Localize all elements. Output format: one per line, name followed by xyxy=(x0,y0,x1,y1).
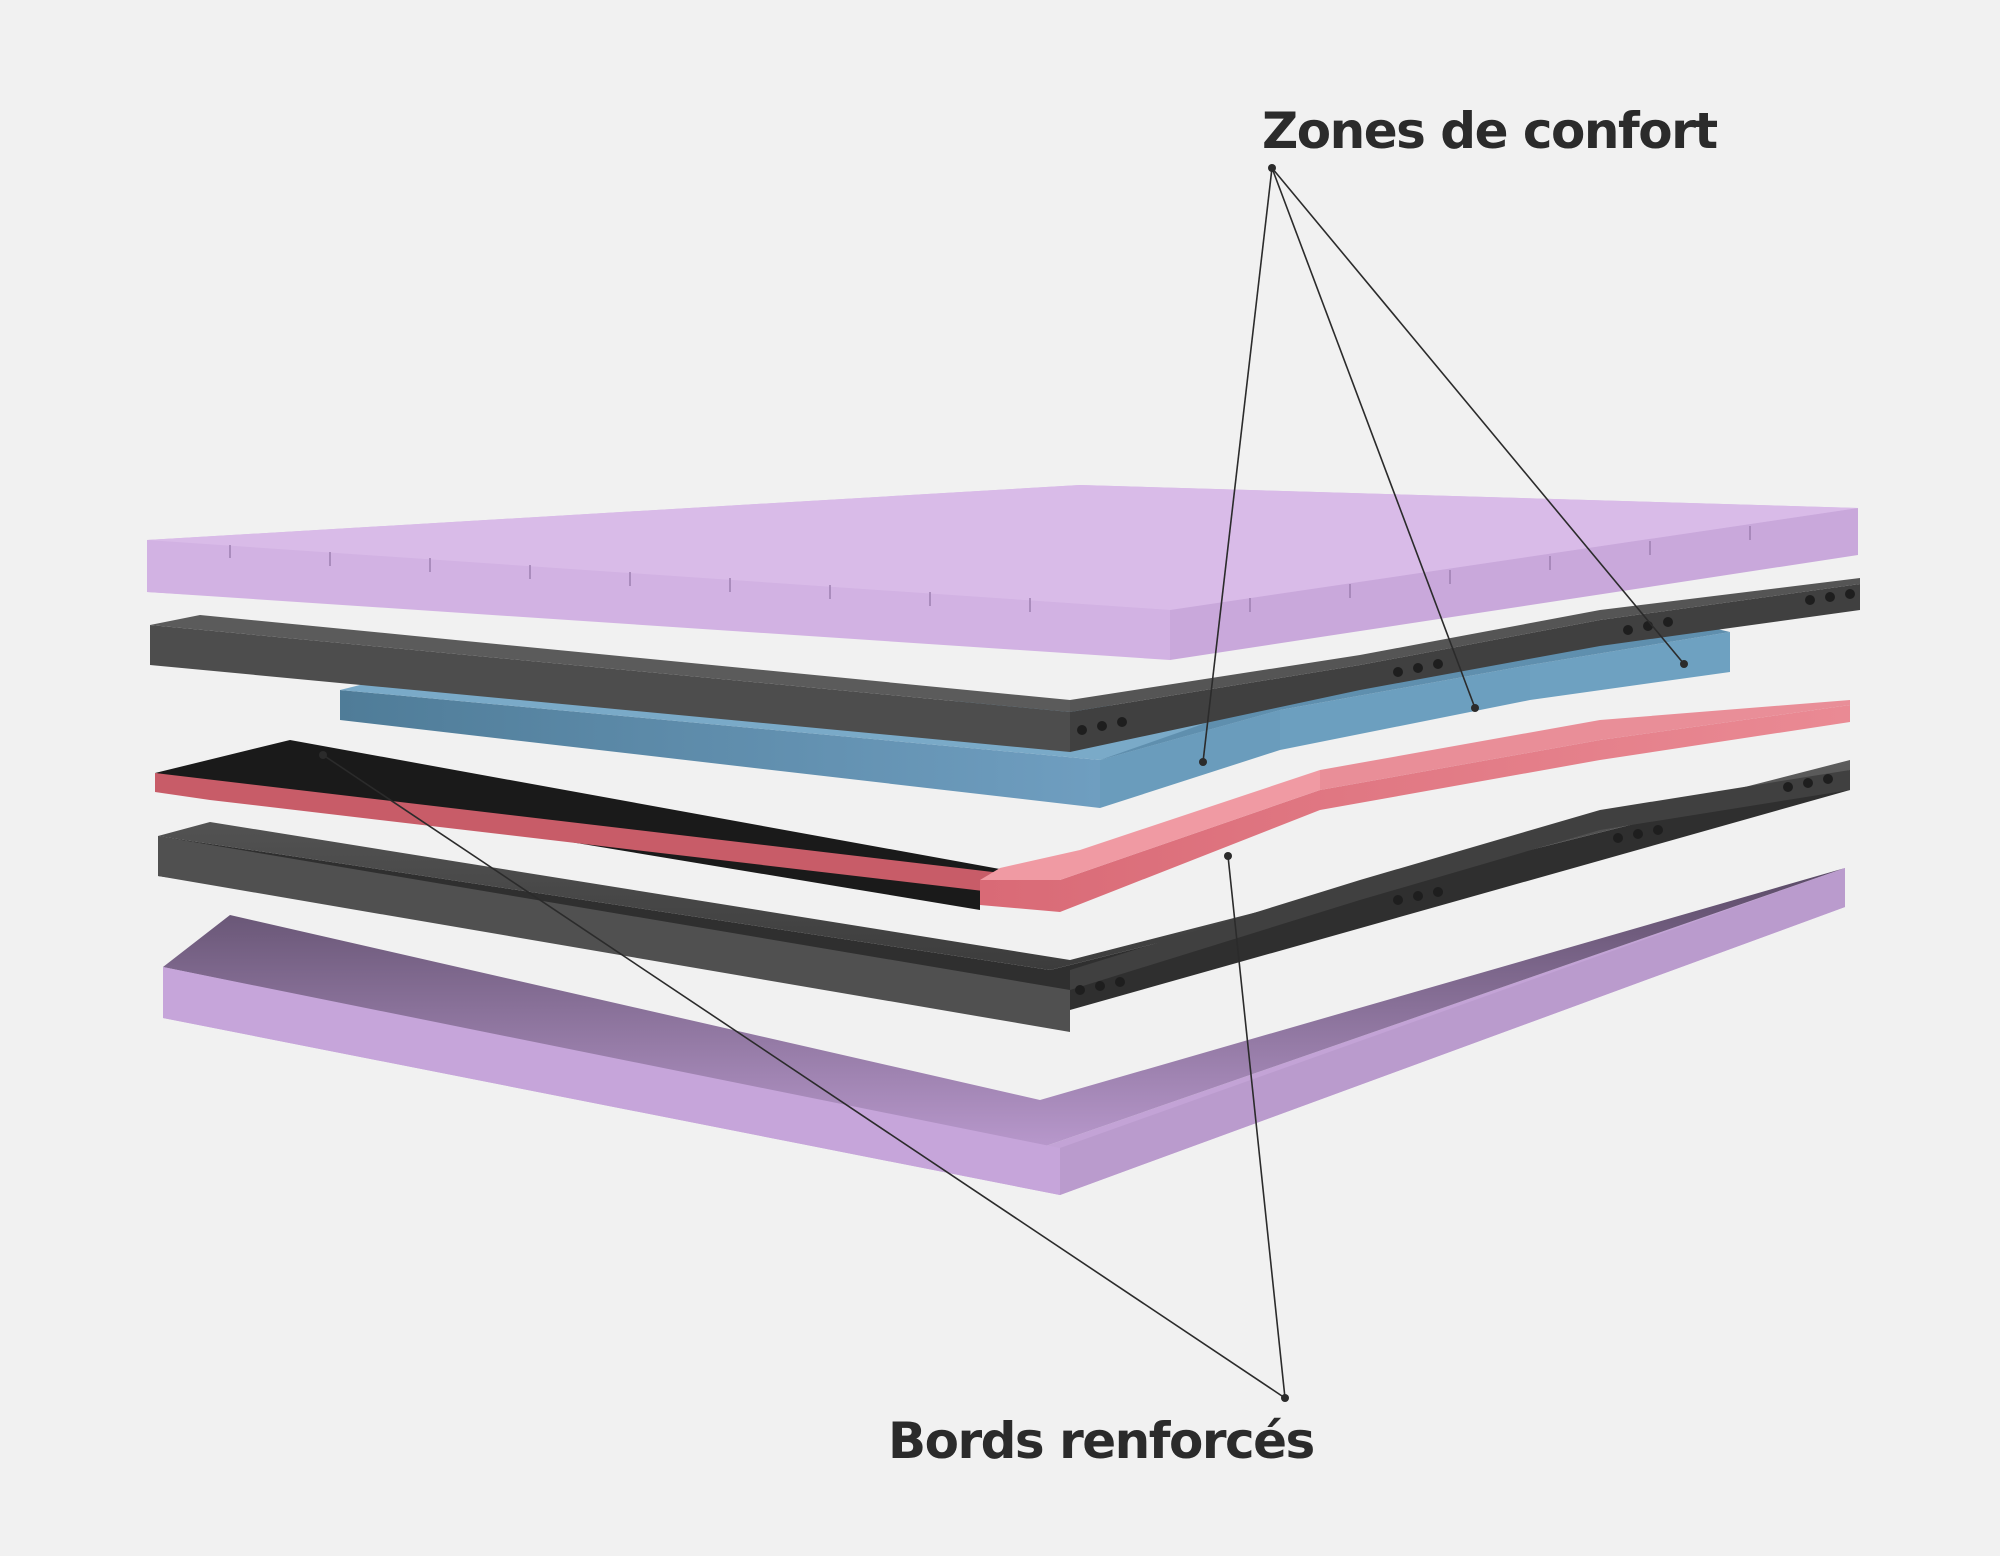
edge-anchor-dots xyxy=(319,751,1289,1402)
edge-leader-lines xyxy=(322,754,1286,1399)
upper-spring-panel xyxy=(150,578,1860,752)
top-foam-layer xyxy=(147,485,1858,660)
comfort-zone-leader-lines xyxy=(1202,167,1685,763)
lower-spring-holes xyxy=(1075,774,1833,995)
foam-cut-marks xyxy=(229,526,1751,612)
comfort-zones-label: Zones de confort xyxy=(1262,102,1718,160)
reinforced-edges-label: Bords renforcés xyxy=(888,1412,1315,1470)
upper-spring-holes xyxy=(1077,589,1855,735)
bottom-foam-layer xyxy=(163,868,1845,1195)
reinforced-edge-panel xyxy=(155,700,1850,912)
lower-spring-panel xyxy=(158,760,1850,1032)
comfort-zone-anchor-dots xyxy=(1199,164,1688,766)
